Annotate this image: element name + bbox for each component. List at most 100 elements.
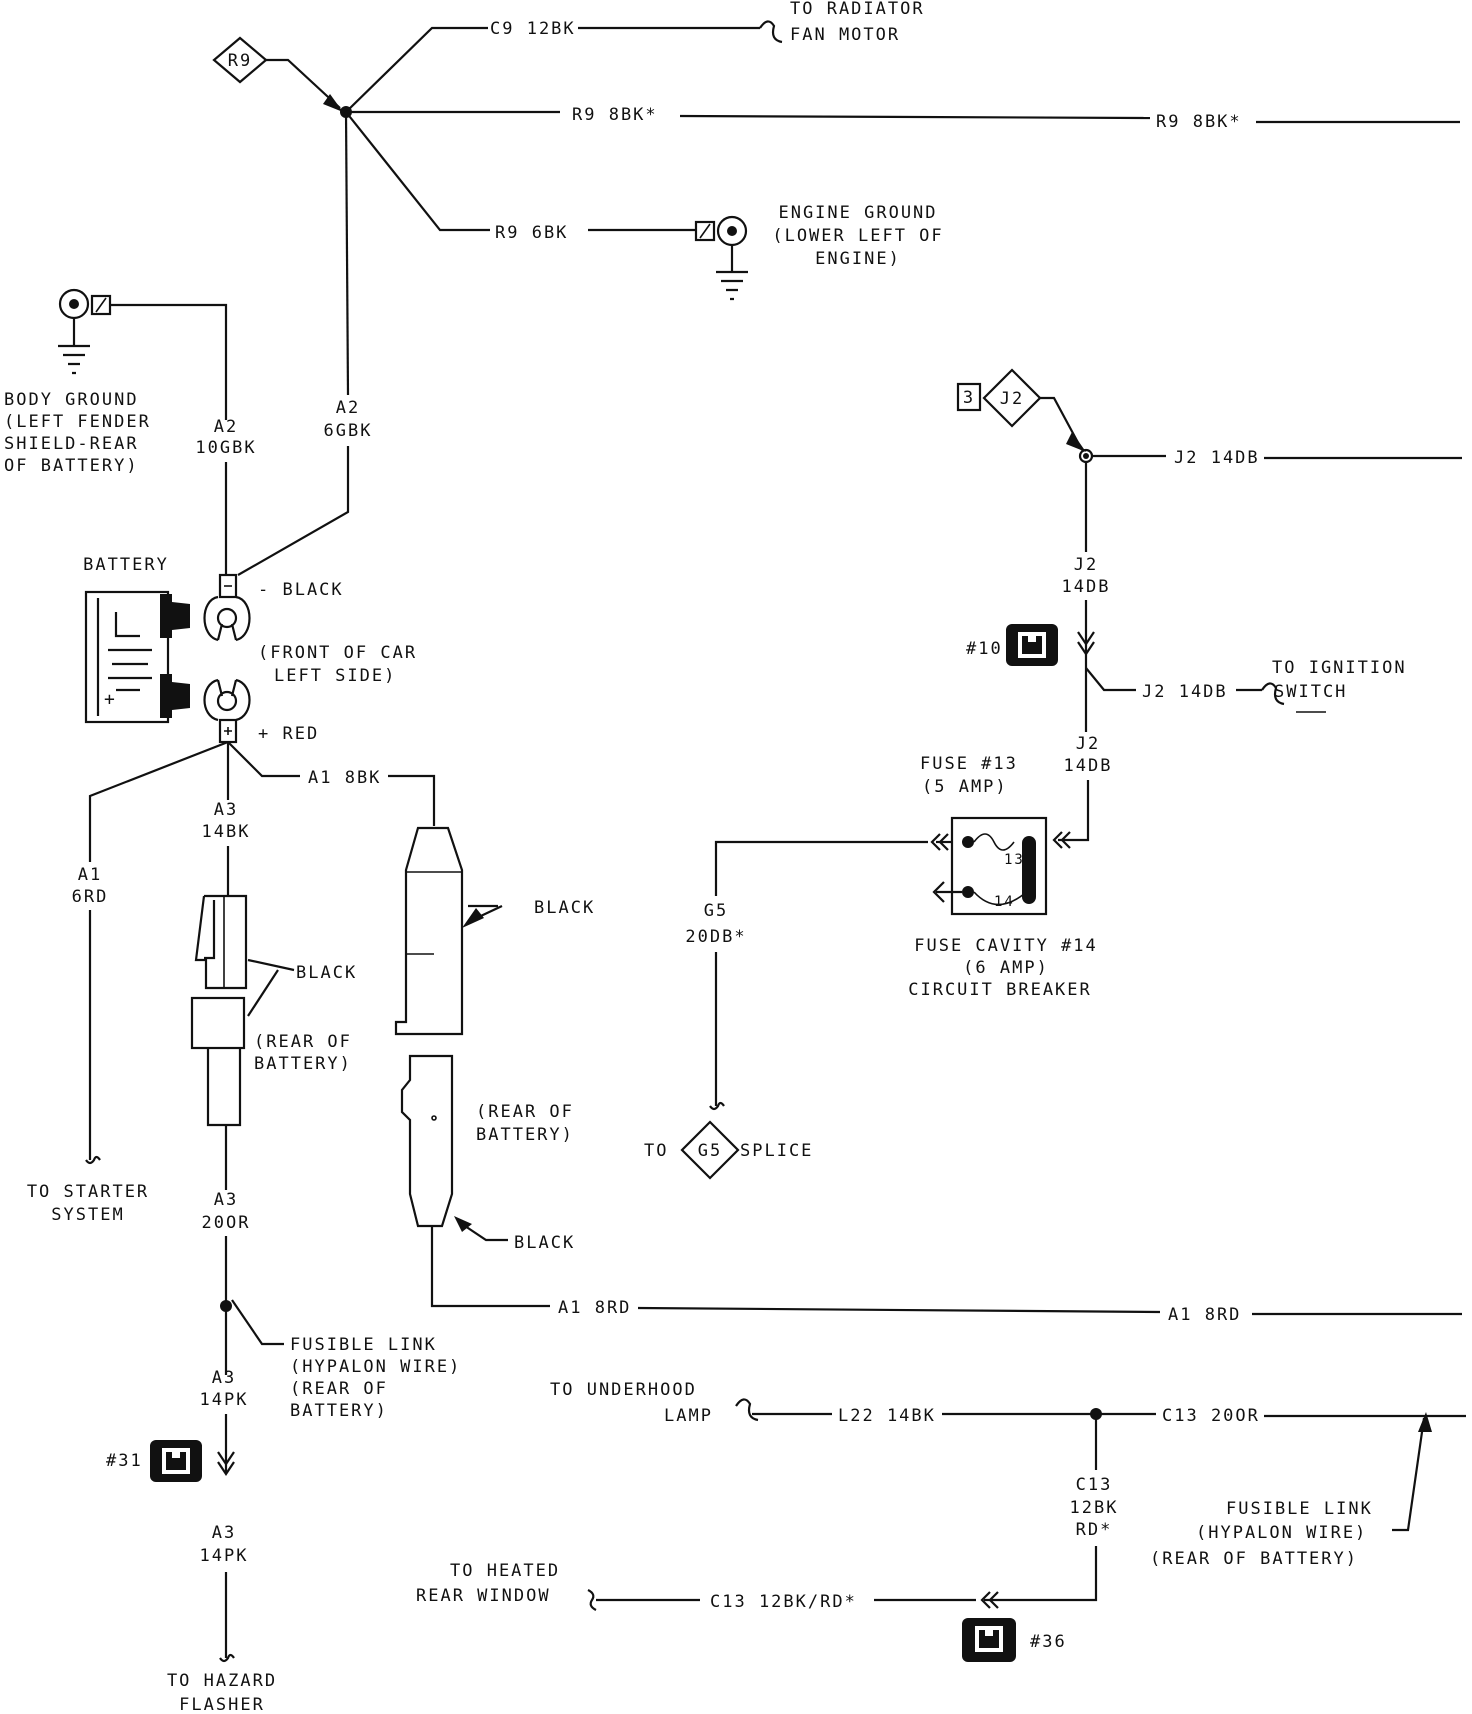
a2-10gbk-label-2: 10GBK <box>195 438 256 458</box>
j2-14db-v2-label-b: 14DB <box>1064 756 1113 776</box>
engine-ground-label-1: ENGINE GROUND <box>778 203 937 223</box>
to-hazard-label-1: TO HAZARD <box>167 1671 277 1691</box>
j2-14db-v1-label-a: J2 <box>1074 555 1098 575</box>
a3-14pk-label-1b: 14PK <box>200 1390 249 1410</box>
j2-pin-label: 3 <box>963 388 975 408</box>
j2-14db-v2-label-a: J2 <box>1076 734 1100 754</box>
fuse-cavity-box <box>950 816 1048 916</box>
a2-6gbk-label-2: 6GBK <box>324 421 373 441</box>
fusible-r-label-1: FUSIBLE LINK <box>1226 1499 1373 1519</box>
fuse-cavity-label-1: FUSE CAVITY #14 <box>914 936 1098 956</box>
fuse13-label-1: FUSE #13 <box>920 754 1018 774</box>
battery-label: BATTERY <box>83 555 169 575</box>
r9-tag: R9 <box>228 51 252 71</box>
a3-20or-label-2: 20OR <box>202 1213 251 1233</box>
a3-14pk-label-2b: 14PK <box>200 1546 249 1566</box>
to-heated-label-1: TO HEATED <box>450 1561 560 1581</box>
j2-14db-top-label: J2 14DB <box>1174 448 1260 468</box>
c13-20or-label: C13 20OR <box>1162 1406 1260 1426</box>
a1-8rd-label-2: A1 8RD <box>1168 1305 1241 1325</box>
rear-battery-label-2b: BATTERY) <box>476 1125 574 1145</box>
fuse13-label-2: (5 AMP) <box>922 777 1008 797</box>
connector-10-icon <box>1006 624 1058 666</box>
fusible-label-2: (HYPALON WIRE) <box>290 1357 461 1377</box>
a1-8rd-label-1: A1 8RD <box>558 1298 631 1318</box>
c9-wire-label: C9 12BK <box>490 19 576 39</box>
a1-starter-group: A1 6RD TO STARTER SYSTEM <box>27 862 149 1225</box>
to-ignition-label-2: SWITCH <box>1274 682 1347 702</box>
conn-10-label: #10 <box>966 639 1003 659</box>
battery-group: BATTERY + - BLACK (FRONT OF CAR LEFT SID… <box>83 555 436 1160</box>
r9-8bk-label-1: R9 8BK* <box>572 105 658 125</box>
black-label-3: BLACK <box>514 1233 575 1253</box>
fuse-cavity-label-2: (6 AMP) <box>963 958 1049 978</box>
r9-ground-group: R9 C9 12BK TO RADIATOR FAN MOTOR R9 8BK*… <box>212 0 1460 301</box>
to-underhood-label-1: TO UNDERHOOD <box>550 1380 697 1400</box>
a2-10gbk-label-1: A2 <box>214 417 238 437</box>
fusible-r-label-2: (HYPALON WIRE) <box>1196 1523 1367 1543</box>
to-g5-label: TO <box>644 1141 668 1161</box>
conn-36-label: #36 <box>1030 1632 1067 1652</box>
engine-ground-label-3: ENGINE) <box>815 249 901 269</box>
front-of-car-label-2: LEFT SIDE) <box>274 666 396 686</box>
connector-31-icon <box>150 1440 202 1482</box>
to-heated-label-2: REAR WINDOW <box>416 1586 551 1606</box>
r9-8bk-label-2: R9 8BK* <box>1156 112 1242 132</box>
r9-6bk-label: R9 6BK <box>495 223 568 243</box>
a3-14bk-label-2: 14BK <box>202 822 251 842</box>
pin-14-label: 14 <box>994 894 1015 910</box>
a3-14pk-label-1a: A3 <box>212 1368 236 1388</box>
c13-v-label-1: C13 <box>1076 1475 1113 1495</box>
j2-14db-branch-label: J2 14DB <box>1142 682 1228 702</box>
a3-14pk-label-2a: A3 <box>212 1523 236 1543</box>
fan-motor-label: FAN MOTOR <box>790 25 900 45</box>
to-ignition-label-1: TO IGNITION <box>1272 658 1407 678</box>
a1-connector-group: BLACK (REAR OF BATTERY) BLACK A1 8RD A1 … <box>394 826 1462 1325</box>
body-ground-group: BODY GROUND (LEFT FENDER SHIELD-REAR OF … <box>4 111 373 576</box>
j2-14db-v1-label-b: 14DB <box>1062 577 1111 597</box>
j2-tag: J2 <box>1000 389 1024 409</box>
a1-8bk-label: A1 8BK <box>308 768 381 788</box>
body-ground-label-3: SHIELD-REAR <box>4 434 139 454</box>
black-label-2: BLACK <box>534 898 595 918</box>
rear-battery-label-2a: (REAR OF <box>476 1102 574 1122</box>
front-of-car-label-1: (FRONT OF CAR <box>258 643 417 663</box>
rear-battery-label-1a: (REAR OF <box>254 1032 352 1052</box>
a1-6rd-label-2: 6RD <box>72 887 109 907</box>
body-ground-label-4: OF BATTERY) <box>4 456 139 476</box>
c13-12bkrd-label: C13 12BK/RD* <box>710 1592 857 1612</box>
c13-v-label-3: RD* <box>1076 1520 1113 1540</box>
a2-6gbk-label-1: A2 <box>336 398 360 418</box>
to-starter-label-2: SYSTEM <box>51 1205 124 1225</box>
l22-label: L22 14BK <box>838 1406 936 1426</box>
c13-v-label-2: 12BK <box>1070 1498 1119 1518</box>
conn-31-label: #31 <box>106 1451 143 1471</box>
a3-20or-label-1: A3 <box>214 1190 238 1210</box>
fusible-label-3: (REAR OF <box>290 1379 388 1399</box>
connector-36-icon <box>962 1618 1016 1662</box>
body-ground-label-2: (LEFT FENDER <box>4 412 151 432</box>
fusible-link-dot <box>220 1300 232 1312</box>
fuse-cavity-label-3: CIRCUIT BREAKER <box>908 980 1092 1000</box>
engine-ground-label-2: (LOWER LEFT OF <box>772 226 943 246</box>
red-pos-label: + RED <box>258 724 319 744</box>
to-underhood-label-2: LAMP <box>664 1406 713 1426</box>
black-neg-label: - BLACK <box>258 580 344 600</box>
battery-icon <box>84 590 170 724</box>
black-label-1: BLACK <box>296 963 357 983</box>
a3-connector-group: A3 14BK BLACK (REAR OF BATTERY) A3 20OR … <box>106 800 461 1714</box>
body-ground-label-1: BODY GROUND <box>4 390 139 410</box>
g5-label-2: 20DB* <box>685 927 746 947</box>
g5-tag: G5 <box>698 1141 722 1161</box>
to-radiator-label: TO RADIATOR <box>790 0 925 19</box>
a1-6rd-label-1: A1 <box>78 865 102 885</box>
to-starter-label-1: TO STARTER <box>27 1182 149 1202</box>
fusible-label-4: BATTERY) <box>290 1401 388 1421</box>
g5-label-1: G5 <box>704 901 728 921</box>
fusible-r-label-3: (REAR OF BATTERY) <box>1150 1549 1358 1569</box>
battery-plus: + <box>104 689 117 710</box>
to-hazard-label-2: FLASHER <box>179 1695 265 1714</box>
splice-label: SPLICE <box>740 1141 813 1161</box>
pin-13-label: 13 <box>1004 852 1025 868</box>
